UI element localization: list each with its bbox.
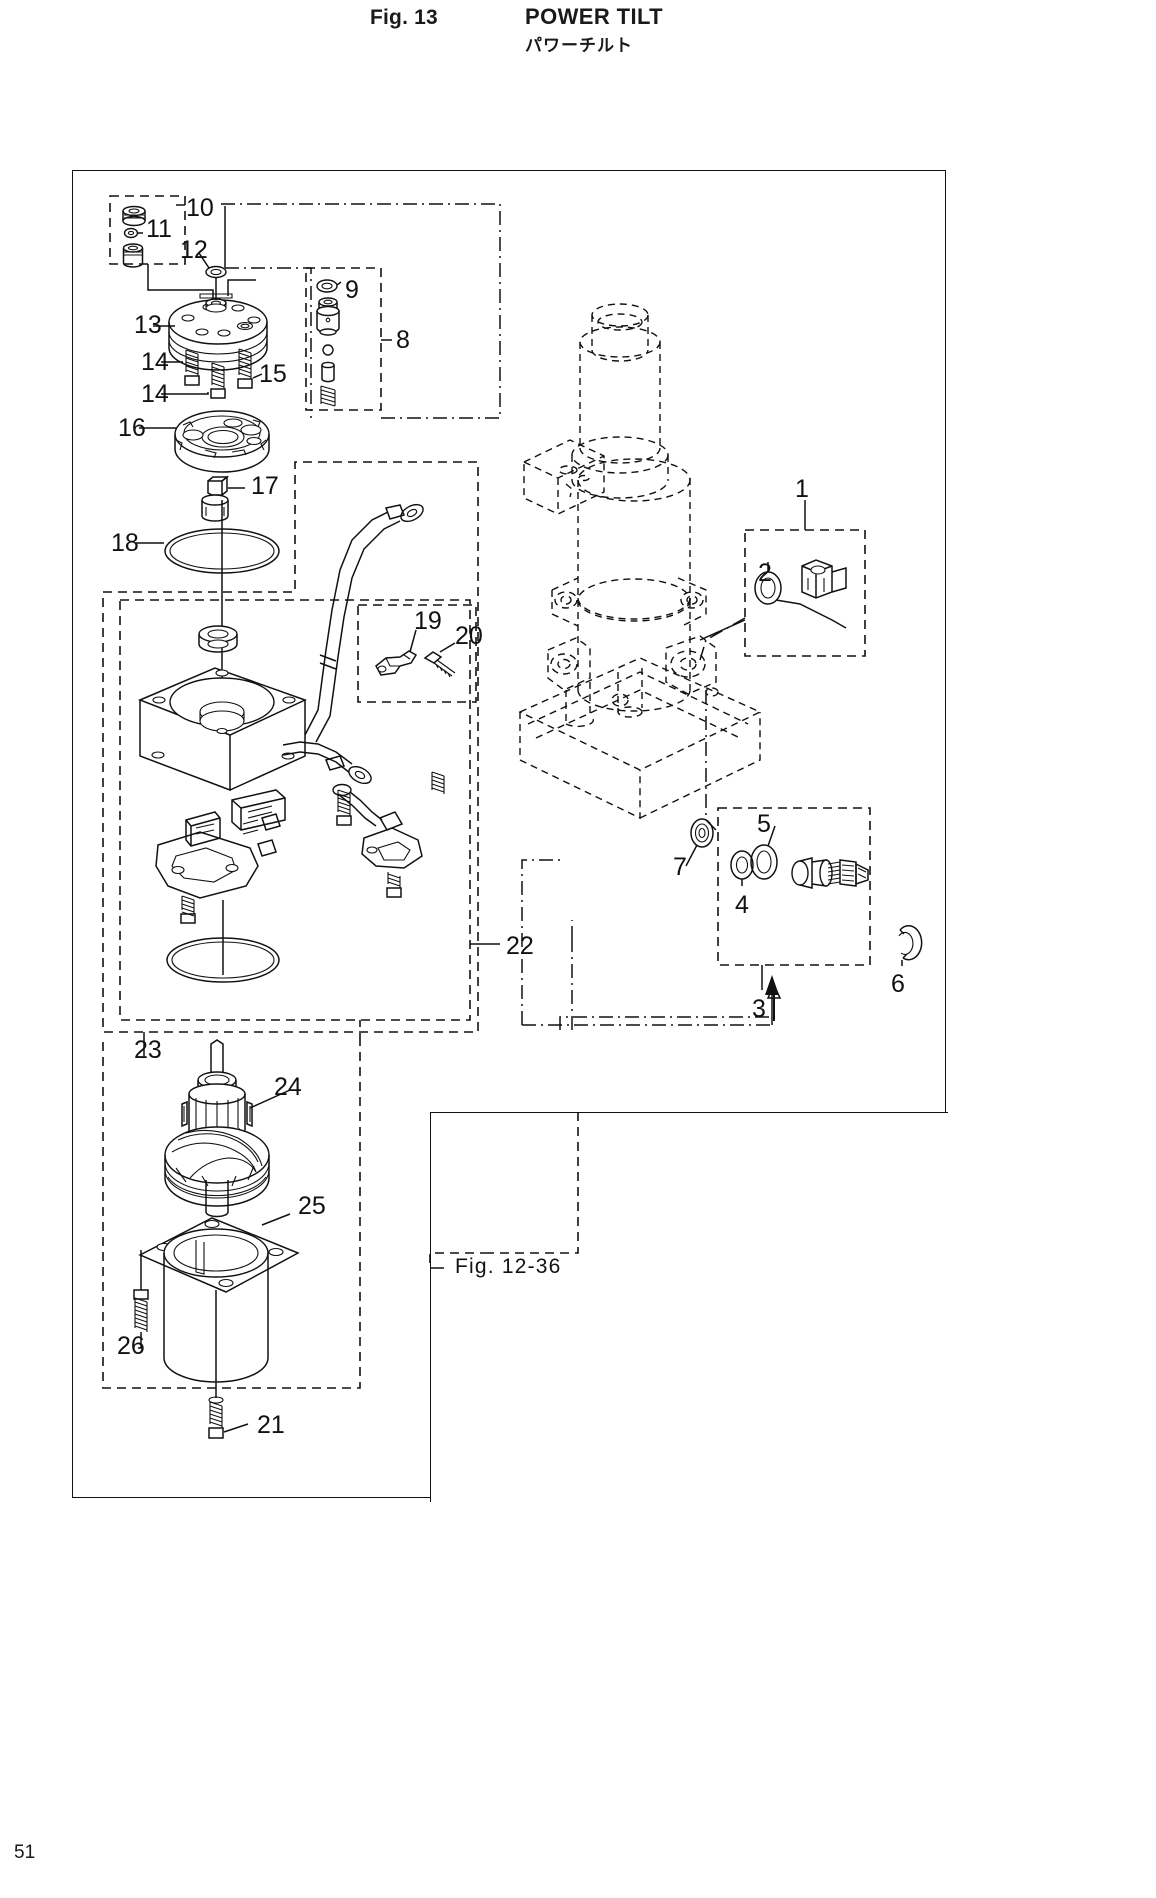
callout-3[interactable]: 3 — [752, 995, 766, 1023]
page-header: Fig. 13 POWER TILT パワーチルト — [0, 0, 1156, 60]
frame-notch-border — [430, 1112, 948, 1502]
callout-14-second[interactable]: 14 — [141, 380, 169, 408]
callout-16[interactable]: 16 — [118, 414, 146, 442]
callout-6[interactable]: 6 — [891, 970, 905, 998]
callout-19[interactable]: 19 — [414, 607, 442, 635]
callout-22[interactable]: 22 — [506, 932, 534, 960]
callout-7[interactable]: 7 — [673, 853, 687, 881]
callout-15[interactable]: 15 — [259, 360, 287, 388]
page-number: 51 — [14, 1842, 36, 1863]
figure-number: Fig. 13 — [370, 6, 438, 29]
callout-9[interactable]: 9 — [345, 276, 359, 304]
callout-25[interactable]: 25 — [298, 1192, 326, 1220]
callout-13[interactable]: 13 — [134, 311, 162, 339]
callout-2[interactable]: 2 — [758, 559, 772, 587]
diagram-title-japanese: パワーチルト — [525, 36, 633, 55]
callout-18[interactable]: 18 — [111, 529, 139, 557]
callout-24[interactable]: 24 — [274, 1073, 302, 1101]
callout-12[interactable]: 12 — [180, 236, 208, 264]
callout-5[interactable]: 5 — [757, 810, 771, 838]
callout-26[interactable]: 26 — [117, 1332, 145, 1360]
diagram-title-english: POWER TILT — [525, 4, 664, 29]
callout-8[interactable]: 8 — [396, 326, 410, 354]
callout-10[interactable]: 10 — [186, 194, 214, 222]
callout-17[interactable]: 17 — [251, 472, 279, 500]
callout-14[interactable]: 14 — [141, 348, 169, 376]
cross-reference-label[interactable]: Fig. 12-36 — [455, 1255, 562, 1278]
callout-4[interactable]: 4 — [735, 891, 749, 919]
callout-11[interactable]: 11 — [146, 215, 172, 243]
callout-23[interactable]: 23 — [134, 1036, 162, 1064]
callout-21[interactable]: 21 — [257, 1411, 285, 1439]
callout-1[interactable]: 1 — [795, 475, 809, 503]
callout-20[interactable]: 20 — [455, 622, 483, 650]
